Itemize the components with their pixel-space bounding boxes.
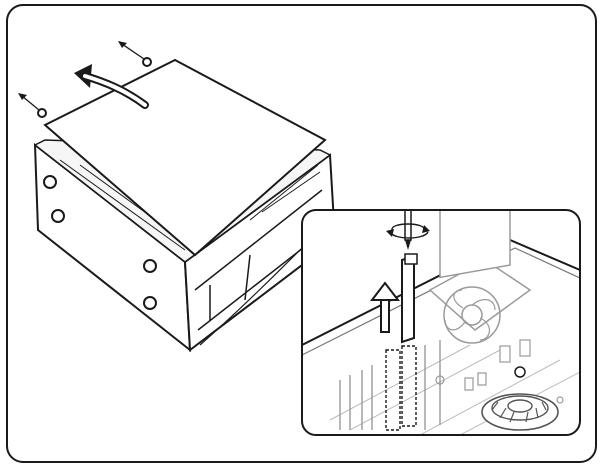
cpu-cooler-icon [481,366,559,431]
screw-icon [18,93,47,118]
case-foot-3 [143,259,157,273]
curved-arrow-icon [74,64,149,109]
screw-icon [118,41,152,67]
empty-slot-outline-2 [401,345,417,427]
screwdriver-icon [404,211,412,250]
motherboard-components [435,339,564,404]
inset-chassis-inner [303,247,579,356]
front-bezel-detail [194,189,327,331]
case-foot-1 [43,175,57,189]
case-foot-2 [51,209,65,223]
fan-icon [428,211,532,344]
inset-panel [301,209,581,436]
slot-bracket [401,253,418,344]
empty-slot-outline [385,349,401,431]
arrow-icon [369,281,401,333]
case-foot-4 [143,296,157,310]
inner-rails [59,159,321,251]
expansion-slots [339,340,441,431]
rotation-icon [386,223,430,239]
case-feet [43,175,157,310]
side-cover-panel [43,58,327,257]
